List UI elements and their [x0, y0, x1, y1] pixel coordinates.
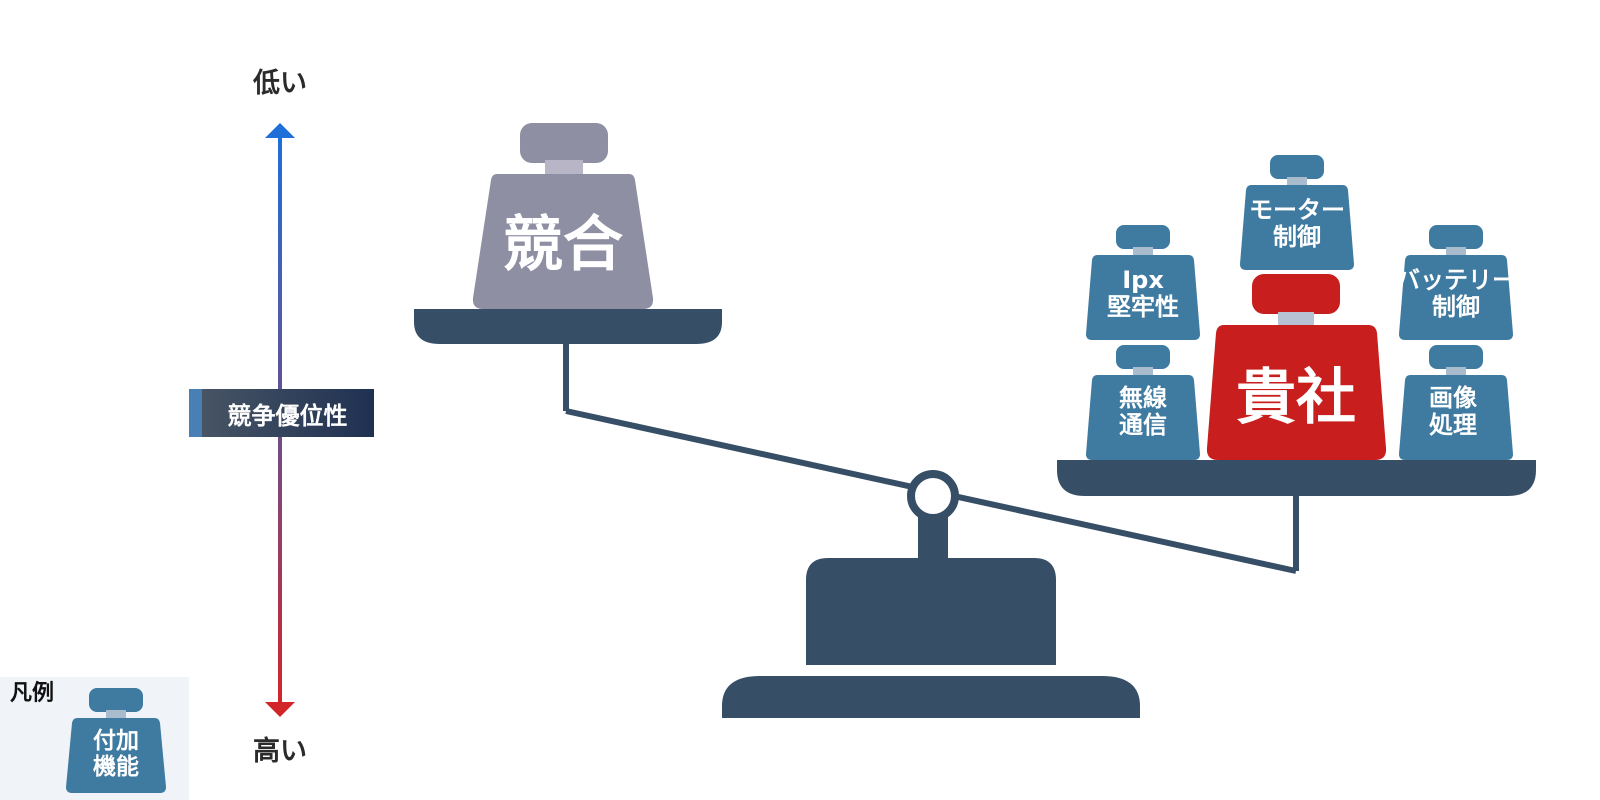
scale-body	[806, 558, 1056, 665]
feature-weight-motor-control	[1240, 155, 1354, 270]
pivot-icon	[907, 470, 959, 522]
competitor-weight	[472, 123, 654, 309]
company-label: 貴社	[1236, 363, 1356, 433]
competitive-advantage-badge: 競争優位性	[189, 389, 374, 437]
competitor-label: 競合	[503, 210, 623, 280]
right-pan	[1057, 460, 1536, 496]
legend-item-label: 付加機能	[93, 728, 139, 780]
arrow-down-icon	[265, 702, 295, 717]
feature-label-motor-control: モーター制御	[1249, 196, 1345, 251]
company-weight	[1206, 274, 1387, 460]
arrow-up-icon	[265, 123, 295, 138]
feature-weight-ipx-robustness	[1086, 225, 1200, 340]
left-pan	[414, 309, 722, 344]
scale-base	[722, 676, 1140, 718]
feature-weight-wireless	[1086, 345, 1200, 460]
feature-weight-image-processing	[1399, 345, 1513, 460]
axis-top-label: 低い	[253, 68, 307, 99]
feature-label-image-processing: 画像処理	[1429, 384, 1477, 439]
feature-weight-battery-control	[1399, 225, 1513, 340]
badge-accent-bar	[189, 389, 202, 437]
feature-label-wireless: 無線通信	[1119, 384, 1167, 439]
feature-label-battery-control: バッテリー制御	[1396, 266, 1516, 321]
legend-title: 凡例	[10, 681, 55, 706]
axis-bottom-label: 高い	[253, 736, 307, 767]
badge-label: 競争優位性	[227, 401, 348, 430]
